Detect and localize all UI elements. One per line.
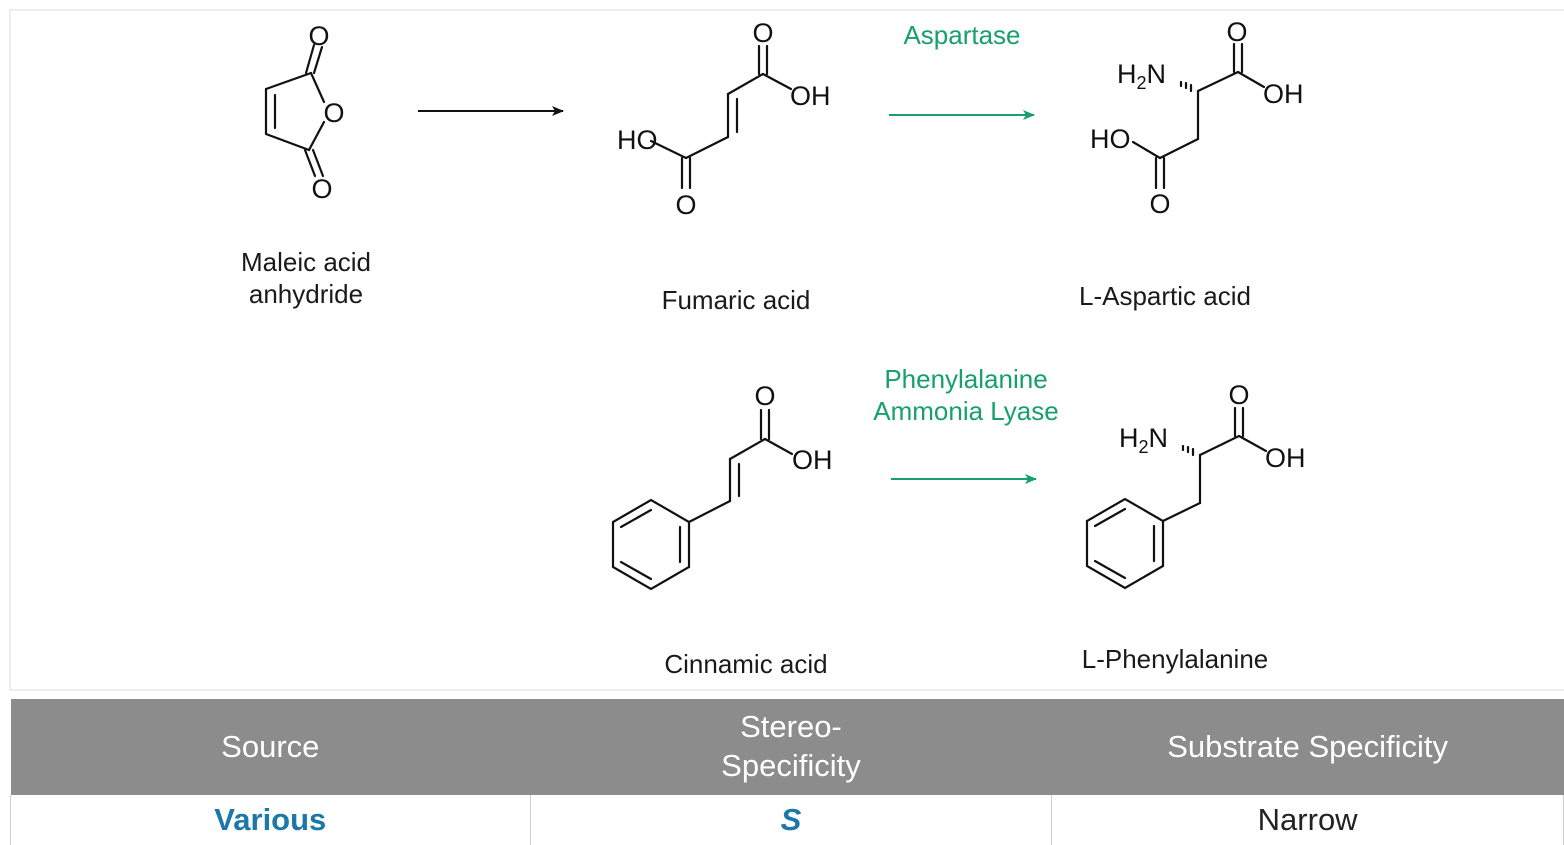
header-stereo-line2: Specificity	[721, 748, 861, 783]
maleic-anhydride-structure: O O O	[264, 21, 345, 204]
table-header-row: Source Stereo- Specificity Substrate Spe…	[10, 699, 1564, 795]
atom-oxygen: O	[308, 21, 329, 51]
atom-amino: H2N	[1117, 59, 1166, 93]
cell-stereo-specificity: S	[529, 795, 1053, 845]
cinnamic-acid-structure: O OH	[611, 381, 833, 591]
atom-hydroxyl: HO	[617, 125, 658, 155]
l-aspartic-acid-label: L-Aspartic acid	[1079, 281, 1251, 311]
header-stereo-specificity: Stereo- Specificity	[530, 699, 1052, 795]
cell-source: Various	[10, 795, 531, 845]
atom-oxygen: O	[752, 18, 773, 48]
atom-oxygen: O	[311, 174, 332, 204]
atom-hydroxyl: HO	[1090, 124, 1131, 154]
fumaric-acid-label: Fumaric acid	[662, 285, 811, 315]
enzyme-label-pal-line1: Phenylalanine	[884, 364, 1047, 394]
atom-oxygen: O	[323, 98, 344, 128]
enzyme-label-aspartase: Aspartase	[903, 20, 1020, 50]
l-phenylalanine-structure: O OH H2N	[1085, 380, 1306, 590]
header-stereo-line1: Stereo-	[740, 709, 842, 745]
atom-hydroxyl: OH	[790, 81, 831, 111]
scheme-frame	[9, 9, 1564, 691]
atom-oxygen: O	[1149, 189, 1170, 219]
atom-oxygen: O	[675, 190, 696, 220]
atom-amino: H2N	[1119, 423, 1168, 457]
table-row: Various S Narrow	[10, 795, 1564, 845]
maleic-anhydride-label-line1: Maleic acid	[241, 247, 371, 277]
fumaric-acid-structure: O OH HO O	[617, 18, 831, 220]
cell-substrate-specificity: Narrow	[1051, 795, 1564, 845]
atom-oxygen: O	[754, 381, 775, 411]
reaction-scheme: O O O Maleic acid anhydride O OH HO O Fu…	[9, 9, 1564, 691]
l-phenylalanine-label: L-Phenylalanine	[1082, 644, 1268, 674]
atom-hydroxyl: OH	[1263, 79, 1304, 109]
header-source: Source	[10, 699, 531, 795]
header-substrate-specificity: Substrate Specificity	[1051, 699, 1564, 795]
enzyme-properties-table: Source Stereo- Specificity Substrate Spe…	[10, 699, 1564, 845]
l-aspartic-acid-structure: O OH HO O H2N	[1090, 17, 1304, 219]
atom-oxygen: O	[1228, 380, 1249, 410]
atom-hydroxyl: OH	[1265, 443, 1306, 473]
atom-hydroxyl: OH	[792, 445, 833, 475]
enzyme-label-pal-line2: Ammonia Lyase	[873, 396, 1058, 426]
maleic-anhydride-label-line2: anhydride	[249, 279, 363, 309]
atom-oxygen: O	[1226, 17, 1247, 47]
cinnamic-acid-label: Cinnamic acid	[664, 649, 827, 679]
